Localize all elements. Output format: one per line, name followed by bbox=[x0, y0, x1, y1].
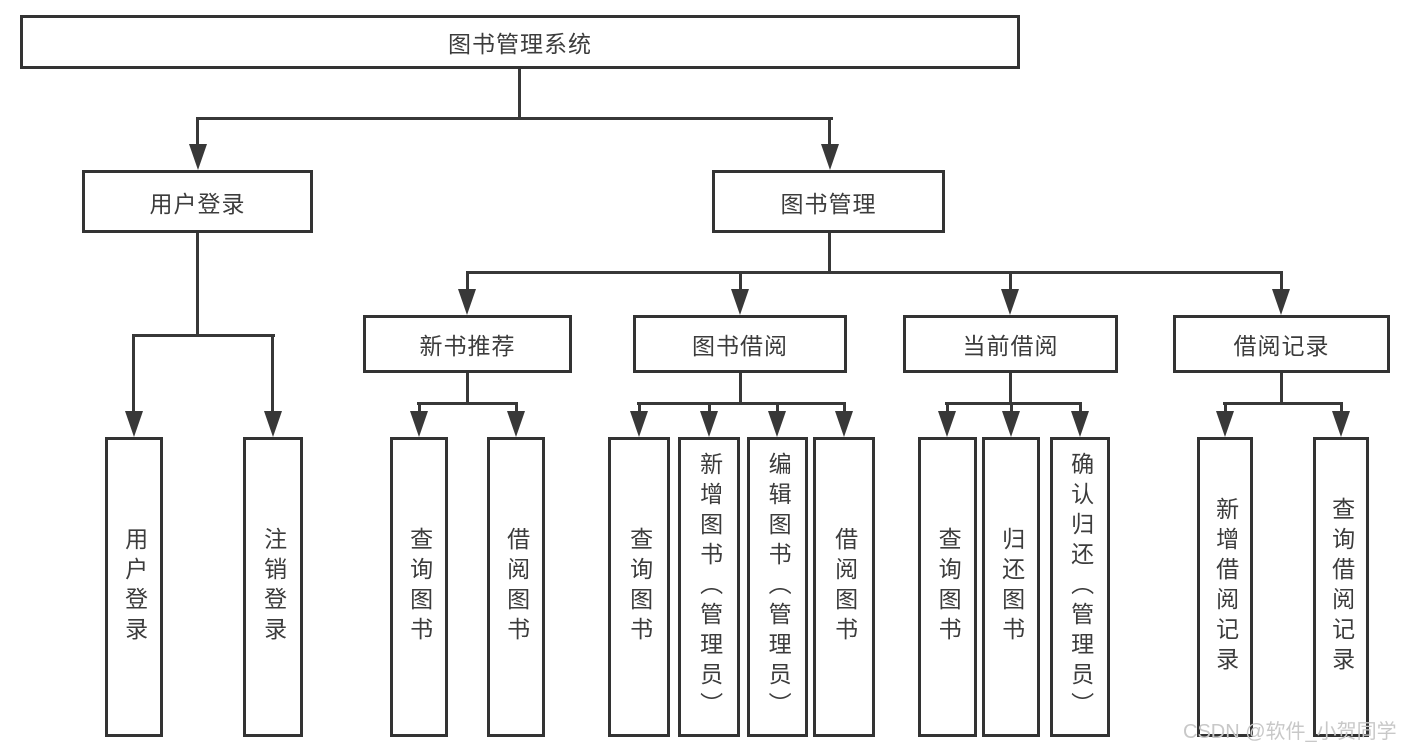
connector-line bbox=[945, 402, 1082, 405]
connector-line bbox=[418, 402, 421, 415]
connector-line bbox=[828, 233, 831, 274]
leaf-user-login: 用户登录 bbox=[105, 437, 163, 737]
arrowhead-down-icon bbox=[1002, 411, 1020, 437]
leaf-borrow-query: 查询图书 bbox=[608, 437, 670, 737]
arrowhead-down-icon bbox=[189, 144, 207, 170]
leaf-current-confirm-admin: 确认归还（管理员） bbox=[1050, 437, 1110, 737]
node-new-book-recommend-label: 新书推荐 bbox=[419, 333, 516, 359]
arrowhead-down-icon bbox=[410, 411, 428, 437]
leaf-borrow-edit-admin: 编辑图书（管理员） bbox=[747, 437, 808, 737]
arrowhead-down-icon bbox=[700, 411, 718, 437]
connector-line bbox=[638, 402, 641, 415]
arrowhead-down-icon bbox=[1216, 411, 1234, 437]
leaf-borrow-book: 借阅图书 bbox=[813, 437, 875, 737]
connector-line bbox=[828, 117, 831, 148]
leaf-newbooks-query: 查询图书 bbox=[390, 437, 448, 737]
arrowhead-down-icon bbox=[821, 144, 839, 170]
arrowhead-down-icon bbox=[731, 289, 749, 315]
arrowhead-down-icon bbox=[938, 411, 956, 437]
connector-line bbox=[1010, 402, 1013, 415]
leaf-current-return: 归还图书 bbox=[982, 437, 1040, 737]
arrowhead-down-icon bbox=[835, 411, 853, 437]
leaf-logout-label: 注销登录 bbox=[260, 527, 287, 647]
watermark-text: CSDN @软件_小贺同学 bbox=[1183, 721, 1397, 743]
arrowhead-down-icon bbox=[1272, 289, 1290, 315]
connector-line bbox=[1224, 402, 1227, 415]
leaf-current-confirm-admin-label: 确认归还（管理员） bbox=[1067, 452, 1094, 722]
arrowhead-down-icon bbox=[1332, 411, 1350, 437]
arrowhead-down-icon bbox=[507, 411, 525, 437]
leaf-newbooks-borrow-label: 借阅图书 bbox=[503, 527, 530, 647]
connector-line bbox=[843, 402, 846, 415]
connector-line bbox=[132, 334, 135, 415]
node-book-management: 图书管理 bbox=[712, 170, 945, 233]
connector-line bbox=[1009, 373, 1012, 405]
connector-line bbox=[776, 402, 779, 415]
leaf-newbooks-borrow: 借阅图书 bbox=[487, 437, 545, 737]
node-book-management-label: 图书管理 bbox=[780, 190, 877, 217]
connector-line bbox=[417, 402, 518, 405]
leaf-records-add: 新增借阅记录 bbox=[1197, 437, 1253, 737]
connector-line bbox=[637, 402, 846, 405]
connector-line bbox=[515, 402, 518, 415]
leaf-borrow-query-label: 查询图书 bbox=[626, 527, 653, 647]
leaf-newbooks-query-label: 查询图书 bbox=[406, 527, 433, 647]
leaf-borrow-add-admin: 新增图书（管理员） bbox=[678, 437, 740, 737]
leaf-current-query: 查询图书 bbox=[918, 437, 977, 737]
connector-line bbox=[466, 373, 469, 405]
connector-line bbox=[739, 271, 742, 293]
connector-line bbox=[518, 69, 521, 120]
leaf-current-query-label: 查询图书 bbox=[935, 527, 962, 647]
node-book-borrow: 图书借阅 bbox=[633, 315, 847, 373]
connector-line bbox=[1280, 373, 1283, 405]
node-root: 图书管理系统 bbox=[20, 15, 1020, 69]
node-root-label: 图书管理系统 bbox=[448, 31, 592, 57]
connector-line bbox=[466, 271, 469, 293]
node-user-login: 用户登录 bbox=[82, 170, 313, 233]
connector-line bbox=[271, 334, 274, 415]
connector-line bbox=[708, 402, 711, 415]
leaf-borrow-book-label: 借阅图书 bbox=[831, 527, 858, 647]
connector-line bbox=[196, 117, 199, 148]
node-borrow-records-label: 借阅记录 bbox=[1233, 333, 1330, 359]
connector-line bbox=[946, 402, 949, 415]
leaf-borrow-add-admin-label: 新增图书（管理员） bbox=[696, 452, 723, 722]
connector-line bbox=[1079, 402, 1082, 415]
connector-line bbox=[1340, 402, 1343, 415]
arrowhead-down-icon bbox=[1071, 411, 1089, 437]
arrowhead-down-icon bbox=[458, 289, 476, 315]
leaf-user-login-label: 用户登录 bbox=[121, 527, 148, 647]
connector-line bbox=[739, 373, 742, 405]
node-book-borrow-label: 图书借阅 bbox=[692, 333, 788, 359]
leaf-records-add-label: 新增借阅记录 bbox=[1212, 497, 1239, 677]
leaf-current-return-label: 归还图书 bbox=[998, 527, 1025, 647]
connector-line bbox=[196, 233, 199, 337]
connector-line bbox=[466, 271, 1283, 274]
node-current-borrow-label: 当前借阅 bbox=[962, 333, 1059, 359]
arrowhead-down-icon bbox=[125, 411, 143, 437]
node-borrow-records: 借阅记录 bbox=[1173, 315, 1390, 373]
leaf-records-query: 查询借阅记录 bbox=[1313, 437, 1369, 737]
node-user-login-label: 用户登录 bbox=[149, 190, 246, 217]
arrowhead-down-icon bbox=[1001, 289, 1019, 315]
connector-line bbox=[196, 117, 833, 120]
connector-line bbox=[1009, 271, 1012, 293]
connector-line bbox=[1223, 402, 1343, 405]
leaf-borrow-edit-admin-label: 编辑图书（管理员） bbox=[765, 452, 792, 722]
connector-line bbox=[1280, 271, 1283, 293]
arrowhead-down-icon bbox=[768, 411, 786, 437]
leaf-logout: 注销登录 bbox=[243, 437, 303, 737]
connector-line bbox=[132, 334, 275, 337]
leaf-records-query-label: 查询借阅记录 bbox=[1328, 497, 1355, 677]
arrowhead-down-icon bbox=[630, 411, 648, 437]
arrowhead-down-icon bbox=[264, 411, 282, 437]
node-current-borrow: 当前借阅 bbox=[903, 315, 1118, 373]
node-new-book-recommend: 新书推荐 bbox=[363, 315, 572, 373]
